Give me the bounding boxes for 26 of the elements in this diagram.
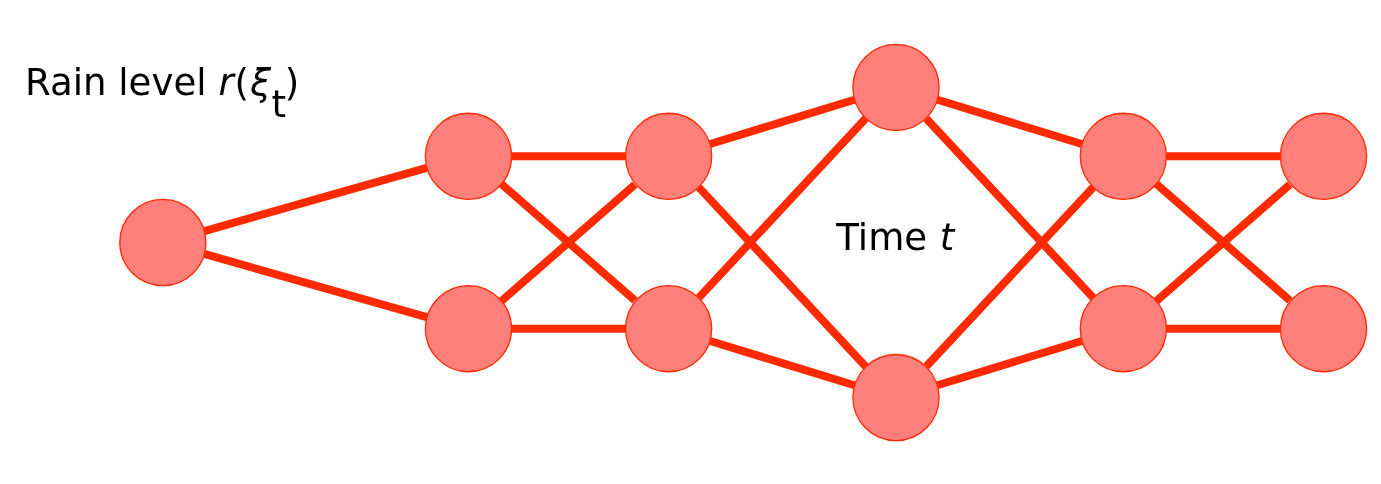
- node-circle: [1279, 284, 1368, 372]
- connector: [695, 115, 869, 300]
- connector: [923, 184, 1097, 369]
- node-circle: [424, 112, 513, 200]
- connector: [511, 151, 626, 160]
- connector: [708, 336, 856, 389]
- connector: [511, 324, 626, 333]
- node-circle: [852, 43, 940, 131]
- connector: [936, 95, 1083, 148]
- node-circle: [1079, 284, 1168, 372]
- connector: [1166, 151, 1281, 160]
- connector: [203, 163, 428, 235]
- node-circle: [1079, 112, 1168, 200]
- node-circle: [852, 353, 940, 441]
- node-circle: [119, 198, 207, 286]
- node-circle: [624, 112, 713, 200]
- node-circle: [424, 284, 513, 372]
- connector: [203, 249, 428, 321]
- connector: [695, 184, 869, 369]
- label: Time t: [836, 215, 955, 259]
- node-circle: [1279, 112, 1368, 200]
- connector: [936, 336, 1083, 389]
- connector: [923, 115, 1097, 300]
- connector: [1166, 324, 1281, 333]
- connector: [708, 95, 856, 148]
- node-circle: [624, 284, 713, 372]
